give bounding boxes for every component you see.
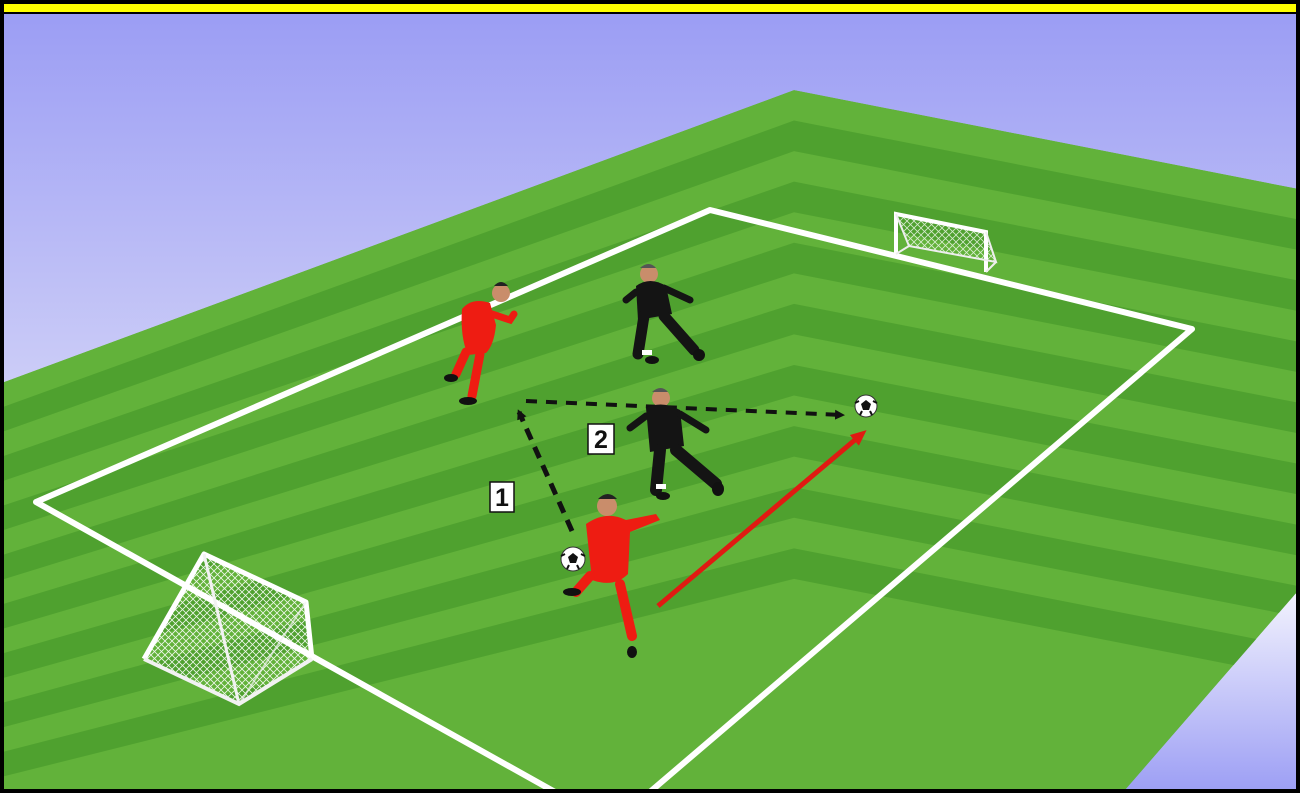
- pass-label-2: 2: [588, 424, 614, 454]
- pass-label-1: 1: [490, 482, 514, 512]
- drill-diagram: 1 2: [4, 4, 1300, 793]
- pass-number-2: 2: [594, 426, 608, 454]
- soccer-ball-icon: [561, 547, 585, 571]
- soccer-ball-icon: [855, 395, 877, 417]
- header-bar: [4, 4, 1300, 14]
- pass-number-1: 1: [495, 484, 509, 512]
